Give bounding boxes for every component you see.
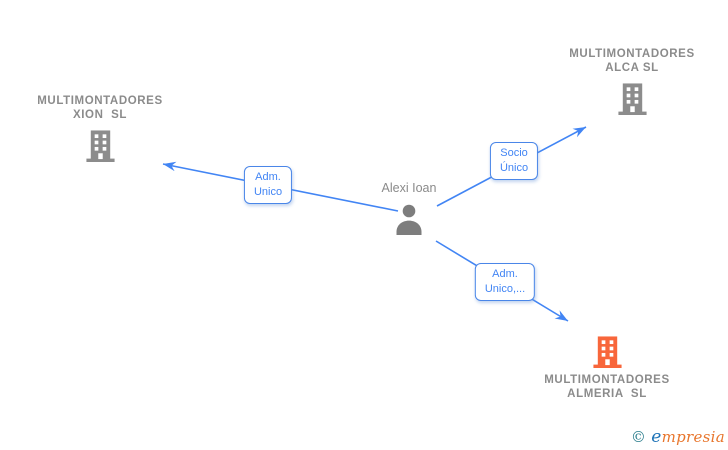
- person-node-alexi-ioan[interactable]: Alexi Ioan: [331, 181, 487, 236]
- empresia-logo[interactable]: © empresia: [631, 427, 725, 447]
- company-name-alca: MULTIMONTADORES ALCA SL: [552, 47, 712, 75]
- edge-label-line2: Único: [499, 162, 529, 174]
- company-name-line1: MULTIMONTADORES: [569, 48, 695, 60]
- edge-label-line1: Socio: [500, 147, 528, 159]
- building-icon[interactable]: [591, 334, 624, 369]
- edge-label-line1: Adm.: [255, 171, 281, 183]
- company-name-line2: ALCA SL: [605, 62, 659, 74]
- edge-label-line2: Unico,...: [484, 283, 526, 295]
- edge-label-adm-unico: Adm. Unico: [243, 166, 293, 204]
- company-name-almeria: MULTIMONTADORES ALMERIA SL: [527, 373, 687, 401]
- edge-label-line2: Unico: [253, 186, 283, 198]
- building-icon[interactable]: [616, 81, 649, 116]
- brand-rest: mpresia: [661, 428, 725, 446]
- person-icon[interactable]: [394, 203, 424, 236]
- company-node-xion[interactable]: MULTIMONTADORES XION SL: [20, 94, 180, 163]
- person-name: Alexi Ioan: [381, 181, 437, 195]
- company-name-line1: MULTIMONTADORES: [544, 374, 670, 386]
- company-node-alca[interactable]: MULTIMONTADORES ALCA SL: [552, 47, 712, 116]
- company-name-xion: MULTIMONTADORES XION SL: [20, 94, 180, 122]
- company-name-line2: ALMERIA SL: [567, 388, 647, 400]
- edge-label-socio-unico: Socio Único: [489, 142, 539, 180]
- company-node-almeria[interactable]: MULTIMONTADORES ALMERIA SL: [527, 334, 687, 401]
- company-name-line2: XION SL: [72, 109, 127, 121]
- building-icon[interactable]: [84, 128, 117, 163]
- edge-label-line1: Adm.: [492, 268, 518, 280]
- brand-initial: e: [651, 427, 662, 447]
- edge-label-adm-unico-multi: Adm. Unico,...: [474, 263, 536, 301]
- company-name-line1: MULTIMONTADORES: [37, 95, 163, 107]
- copyright-icon: ©: [630, 428, 647, 446]
